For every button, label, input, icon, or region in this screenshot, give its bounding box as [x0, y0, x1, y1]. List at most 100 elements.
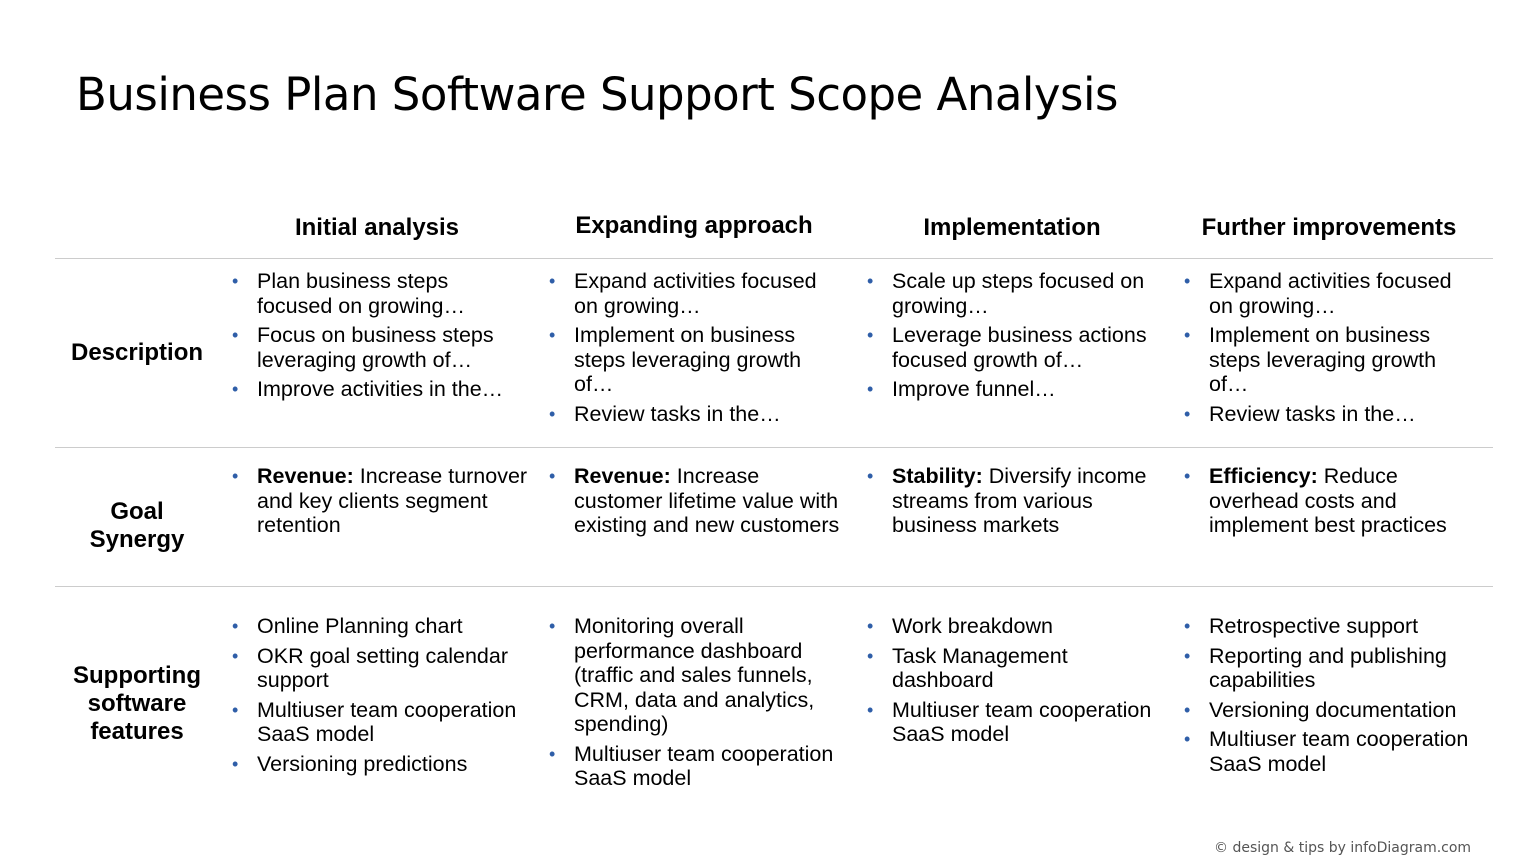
bullet-icon: •	[232, 699, 239, 720]
bullet-icon: •	[232, 616, 239, 636]
cell-supporting-initial: • Online Planning chart •OKR goal setting…	[232, 614, 528, 781]
cell-description-expanding: •Expand activities focused on growing… •…	[549, 269, 845, 431]
list-item: • Expand activities focused on growing…	[1184, 269, 1480, 318]
bullet-icon: •	[549, 616, 556, 636]
goal-text: Increase customer lifetime value with ex…	[574, 464, 840, 537]
list-item-text: Review tasks in the…	[1209, 401, 1416, 426]
bullet-list: • Work breakdown •Task Management dashboa…	[867, 614, 1163, 747]
list-item-text: Versioning documentation	[1209, 697, 1457, 722]
footer-credit: © design & tips by infoDiagram.com	[1214, 840, 1472, 856]
bullet-list: •Retrospective support • Reporting and pu…	[1184, 614, 1480, 776]
cell-supporting-further: •Retrospective support • Reporting and pu…	[1184, 614, 1480, 781]
column-header-expanding-approach: Expanding approach	[575, 212, 813, 239]
list-item-text: Leverage business actions focused growth…	[892, 323, 1147, 372]
bullet-icon: •	[1184, 729, 1191, 749]
goal-text: Diversify income streams from various bu…	[892, 464, 1147, 537]
row-header-description-label: Description	[70, 339, 204, 366]
list-item: • Implement on business steps leveraging …	[1184, 323, 1480, 397]
list-item: • Improve funnel…	[867, 377, 1163, 402]
cell-goal-expanding: •Revenue: Increase customer lifetime val…	[549, 464, 845, 538]
goal-text: Increase turnover and key clients segmen…	[257, 464, 528, 537]
list-item: •Task Management dashboard	[867, 644, 1163, 693]
row-header-goal-line2: Synergy	[89, 526, 185, 553]
list-item-text: Plan business steps focused on growing…	[257, 269, 465, 318]
cell-description-further: • Expand activities focused on growing… •…	[1184, 269, 1480, 431]
bullet-icon: •	[549, 743, 556, 764]
goal-key: Stability:	[892, 464, 983, 488]
row-header-supporting-line1: Supporting	[73, 662, 201, 689]
bullet-icon: •	[1184, 616, 1191, 636]
list-item: •Focus on business steps leveraging grow…	[232, 323, 528, 372]
list-item: • Scale up steps focused on growing…	[867, 269, 1163, 318]
bullet-icon: •	[232, 271, 239, 291]
goal-key: Efficiency:	[1209, 464, 1318, 488]
bullet-icon: •	[867, 616, 874, 636]
bullet-icon: •	[867, 379, 874, 399]
list-item: •Retrospective support	[1184, 614, 1480, 639]
row-header-supporting-line3: features	[90, 718, 184, 745]
list-item-text: Work breakdown	[892, 614, 1053, 638]
bullet-icon: •	[549, 325, 556, 345]
list-item-text: Expand activities focused on growing…	[574, 269, 817, 318]
bullet-list: • Plan business steps focused on growing……	[232, 269, 528, 402]
cell-description-implementation: • Scale up steps focused on growing… • Lev…	[867, 269, 1163, 407]
list-item: •Multiuser team cooperation SaaS model	[1184, 727, 1480, 776]
row-header-goal-synergy: Goal Synergy	[55, 498, 219, 554]
list-item: • Versioning predictions	[232, 752, 528, 777]
cell-supporting-implementation: • Work breakdown •Task Management dashboa…	[867, 614, 1163, 752]
list-item: •Expand activities focused on growing…	[549, 269, 845, 318]
bullet-icon: •	[1184, 271, 1191, 291]
list-item: • Review tasks in the…	[1184, 402, 1480, 427]
list-item: •Multiuser team cooperation SaaS model	[867, 698, 1163, 747]
goal-item: •Stability: Diversify income streams fro…	[867, 464, 1163, 538]
bullet-icon: •	[549, 466, 556, 486]
row-header-description: Description	[55, 339, 219, 367]
bullet-icon: •	[549, 403, 556, 424]
bullet-icon: •	[1184, 325, 1191, 345]
bullet-list: • Scale up steps focused on growing… • Lev…	[867, 269, 1163, 402]
bullet-icon: •	[1184, 699, 1191, 720]
list-item-text: Multiuser team cooperation SaaS model	[574, 741, 834, 791]
cell-goal-implementation: •Stability: Diversify income streams fro…	[867, 464, 1163, 538]
row-header-supporting-features: Supporting software features	[55, 662, 219, 746]
row-header-goal-line1: Goal	[110, 498, 164, 525]
column-header-further-improvements: Further improvements	[1201, 214, 1457, 241]
list-item-text: Expand activities focused on growing…	[1209, 269, 1452, 318]
list-item: •Improve activities in the…	[232, 377, 528, 402]
goal-key: Revenue:	[257, 464, 354, 488]
list-item: • Reporting and publishing capabilities	[1184, 644, 1480, 693]
list-item: •OKR goal setting calendar support	[232, 644, 528, 693]
list-item-text: Versioning predictions	[257, 751, 468, 776]
bullet-icon: •	[232, 645, 239, 666]
list-item: • Work breakdown	[867, 614, 1163, 639]
list-item-text: Scale up steps focused on growing…	[892, 269, 1145, 318]
list-item: •Multiuser team cooperation SaaS model	[232, 698, 528, 747]
list-item-text: Improve funnel…	[892, 377, 1056, 401]
bullet-icon: •	[867, 271, 874, 291]
divider-description	[55, 447, 1493, 448]
list-item: • Multiuser team cooperation SaaS model	[549, 742, 845, 791]
cell-supporting-expanding: • Monitoring overall performance dashboar…	[549, 614, 845, 796]
bullet-list: •Expand activities focused on growing… •…	[549, 269, 845, 426]
list-item-text: Task Management dashboard	[892, 643, 1068, 693]
list-item-text: Implement on business steps leveraging g…	[574, 323, 802, 396]
list-item: • Monitoring overall performance dashboar…	[549, 614, 845, 737]
list-item-text: Reporting and publishing capabilities	[1209, 643, 1447, 693]
bullet-icon: •	[1184, 645, 1191, 666]
bullet-icon: •	[1184, 403, 1191, 424]
bullet-icon: •	[232, 325, 239, 345]
list-item: • Versioning documentation	[1184, 698, 1480, 723]
cell-description-initial: • Plan business steps focused on growing……	[232, 269, 528, 407]
list-item-text: Review tasks in the…	[574, 401, 781, 426]
bullet-list: • Expand activities focused on growing… •…	[1184, 269, 1480, 426]
bullet-icon: •	[232, 753, 239, 774]
column-header-initial-analysis: Initial analysis	[294, 214, 460, 241]
list-item: • Review tasks in the…	[549, 402, 845, 427]
list-item-text: Online Planning chart	[257, 614, 463, 638]
page-title: Business Plan Software Support Scope Ana…	[76, 68, 1118, 121]
bullet-list: • Online Planning chart •OKR goal setting…	[232, 614, 528, 776]
list-item-text: Monitoring overall performance dashboard…	[574, 614, 815, 736]
list-item-text: Implement on business steps leveraging g…	[1209, 323, 1437, 396]
list-item-text: Multiuser team cooperation SaaS model	[892, 697, 1152, 747]
row-header-supporting-line2: software	[87, 690, 187, 717]
